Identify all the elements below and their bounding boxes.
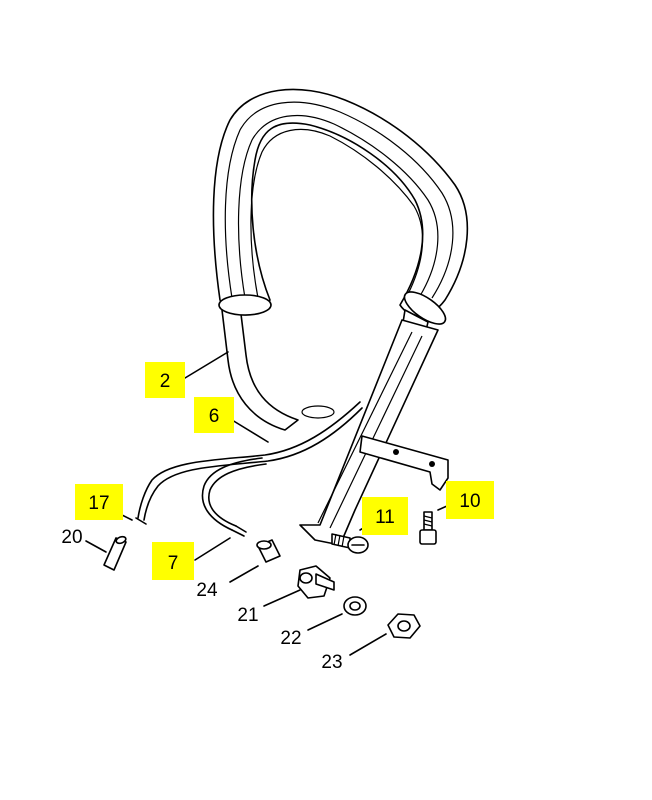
label-7: 7 <box>168 553 179 574</box>
label-6: 6 <box>209 406 220 427</box>
label-10: 10 <box>459 491 480 512</box>
label-10-highlight <box>446 481 494 519</box>
wire-harness <box>135 401 363 537</box>
part-labels: 2 6 17 20 7 24 11 10 21 22 23 <box>61 362 494 673</box>
washer-part <box>343 596 367 616</box>
label-23: 23 <box>321 652 342 673</box>
label-11: 11 <box>375 507 395 528</box>
label-2-highlight <box>145 362 185 398</box>
pin-part <box>103 535 127 571</box>
label-21: 21 <box>237 605 258 626</box>
screw-part <box>331 533 369 554</box>
label-7-highlight <box>152 542 194 580</box>
label-22: 22 <box>280 628 301 649</box>
handlebar <box>212 88 469 546</box>
label-11-highlight <box>362 497 408 535</box>
sleeve-part <box>256 539 281 563</box>
label-24: 24 <box>196 580 218 601</box>
label-17: 17 <box>88 493 109 514</box>
label-20: 20 <box>61 527 82 548</box>
label-17-highlight <box>75 484 123 520</box>
bolt-part <box>419 511 437 545</box>
nut-part <box>387 613 421 639</box>
label-6-highlight <box>194 397 234 433</box>
mount-part <box>297 565 335 599</box>
label-2: 2 <box>160 371 171 392</box>
